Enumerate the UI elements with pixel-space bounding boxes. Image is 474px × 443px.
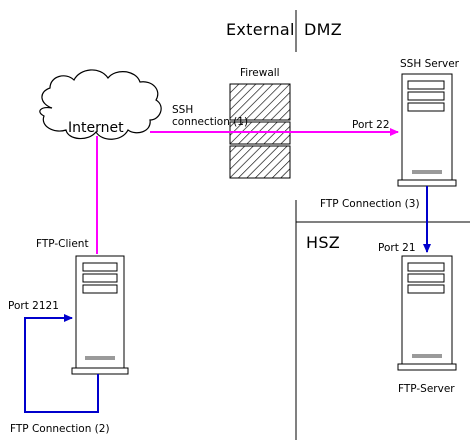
port-21-label: Port 21 xyxy=(378,242,416,254)
ftp-server-label: FTP-Server xyxy=(398,383,455,395)
ftp-client-icon xyxy=(71,255,129,375)
port-22-label: Port 22 xyxy=(352,119,390,131)
ssh-server-label: SSH Server xyxy=(400,58,459,70)
ssh-connection-label-line1: SSH xyxy=(172,104,194,116)
internet-cloud-icon xyxy=(39,69,162,140)
ftp-connection-2-label: FTP Connection (2) xyxy=(10,423,110,435)
zone-label-dmz: DMZ xyxy=(304,20,342,39)
internet-label: Internet xyxy=(68,120,124,136)
port-2121-label: Port 2121 xyxy=(8,300,59,312)
zone-label-external: External xyxy=(226,20,295,39)
ftp-connection-2-loop xyxy=(24,314,99,413)
ftp-client-label: FTP-Client xyxy=(36,238,89,250)
firewall-label: Firewall xyxy=(240,67,280,79)
ssh-connection-label-line2: connection (1) xyxy=(172,116,249,128)
zone-label-hsz: HSZ xyxy=(306,233,341,252)
ftp-connection-3-label: FTP Connection (3) xyxy=(320,198,420,210)
ftp-server-icon xyxy=(397,255,457,371)
ssh-server-icon xyxy=(397,73,457,187)
